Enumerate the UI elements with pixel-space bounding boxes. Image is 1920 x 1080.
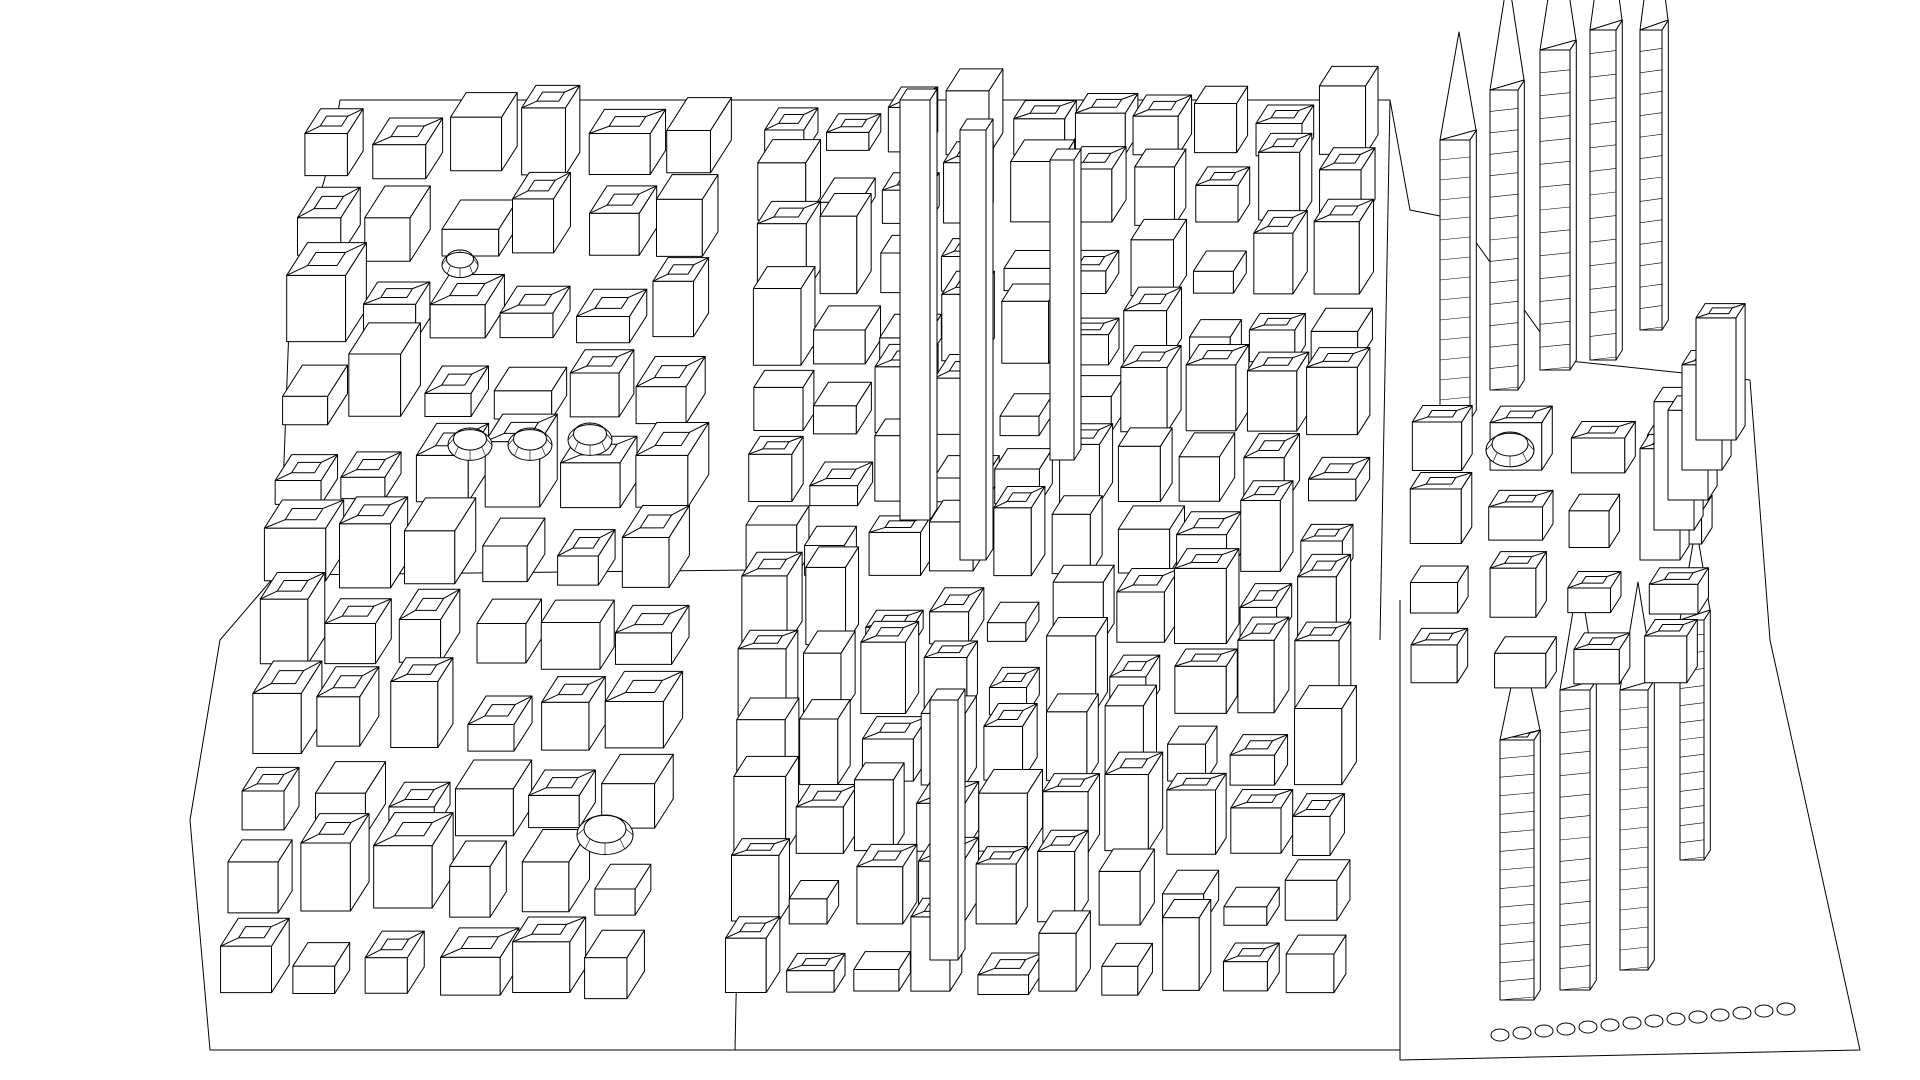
district-west xyxy=(220,84,732,1000)
district-central xyxy=(724,65,1379,996)
round-structures xyxy=(441,249,1796,1042)
district-east xyxy=(1409,0,1746,1001)
